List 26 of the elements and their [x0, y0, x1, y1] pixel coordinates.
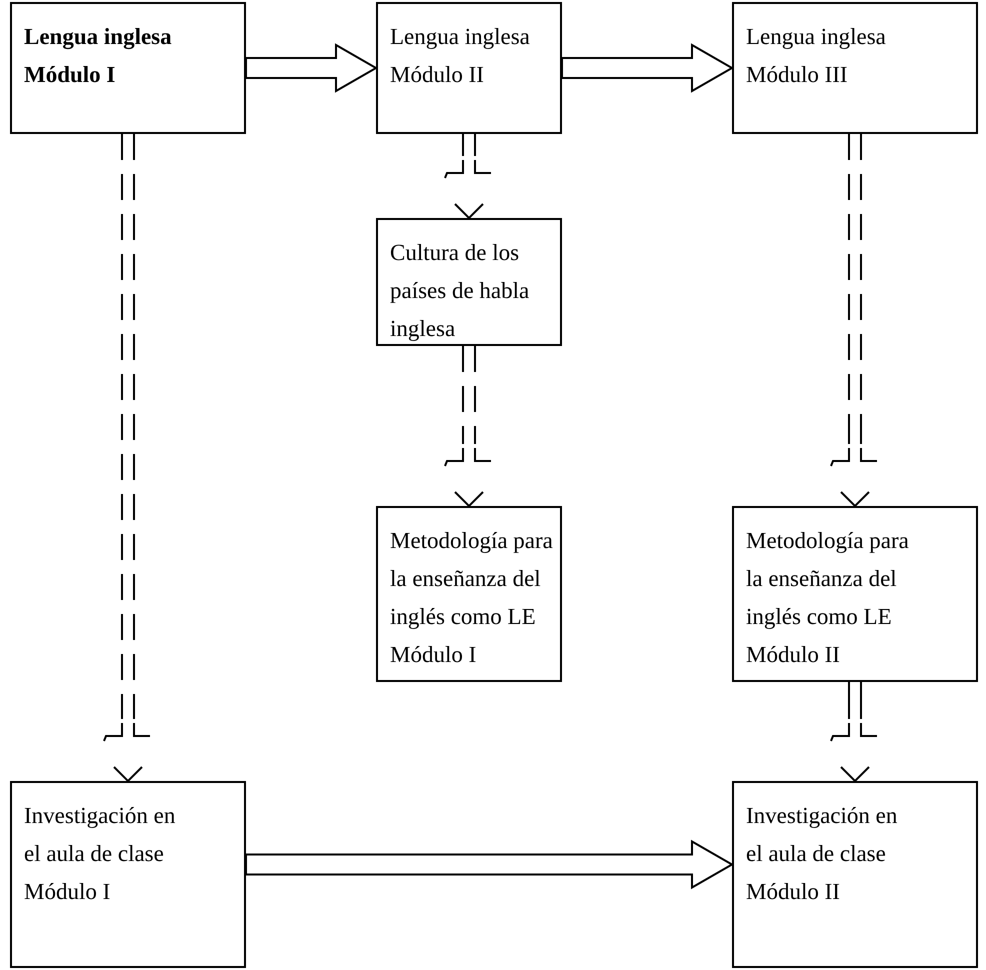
course-box — [376, 218, 562, 346]
course-box — [10, 781, 246, 968]
block-arrow — [561, 43, 734, 93]
course-box — [732, 506, 978, 682]
module-label: Módulo III — [746, 61, 849, 89]
course-title: Metodología para la enseñanza del inglés como LE — [390, 527, 554, 631]
course-box — [10, 2, 246, 134]
course-title: Lengua inglesa — [746, 23, 887, 51]
course-title: Investigación en el aula de clase — [24, 802, 176, 868]
module-label: Módulo I — [24, 61, 116, 89]
module-label: Módulo II — [746, 641, 841, 669]
course-box — [376, 2, 562, 134]
course-box — [732, 781, 978, 968]
course-title: Investigación en el aula de clase — [746, 802, 898, 868]
block-arrow — [245, 43, 378, 93]
module-label: Módulo I — [390, 641, 478, 669]
course-title: Lengua inglesa — [24, 23, 173, 52]
module-label: Módulo I — [24, 878, 112, 906]
course-box — [376, 506, 562, 682]
course-title: Lengua inglesa — [390, 23, 531, 51]
course-box — [732, 2, 978, 134]
module-label: Módulo II — [746, 878, 841, 906]
course-title: Metodología para la enseñanza del inglés como LE — [746, 527, 910, 631]
course-title: Cultura de los países de habla inglesa — [390, 239, 530, 343]
module-label: Módulo II — [390, 61, 485, 89]
block-arrow — [245, 840, 734, 890]
